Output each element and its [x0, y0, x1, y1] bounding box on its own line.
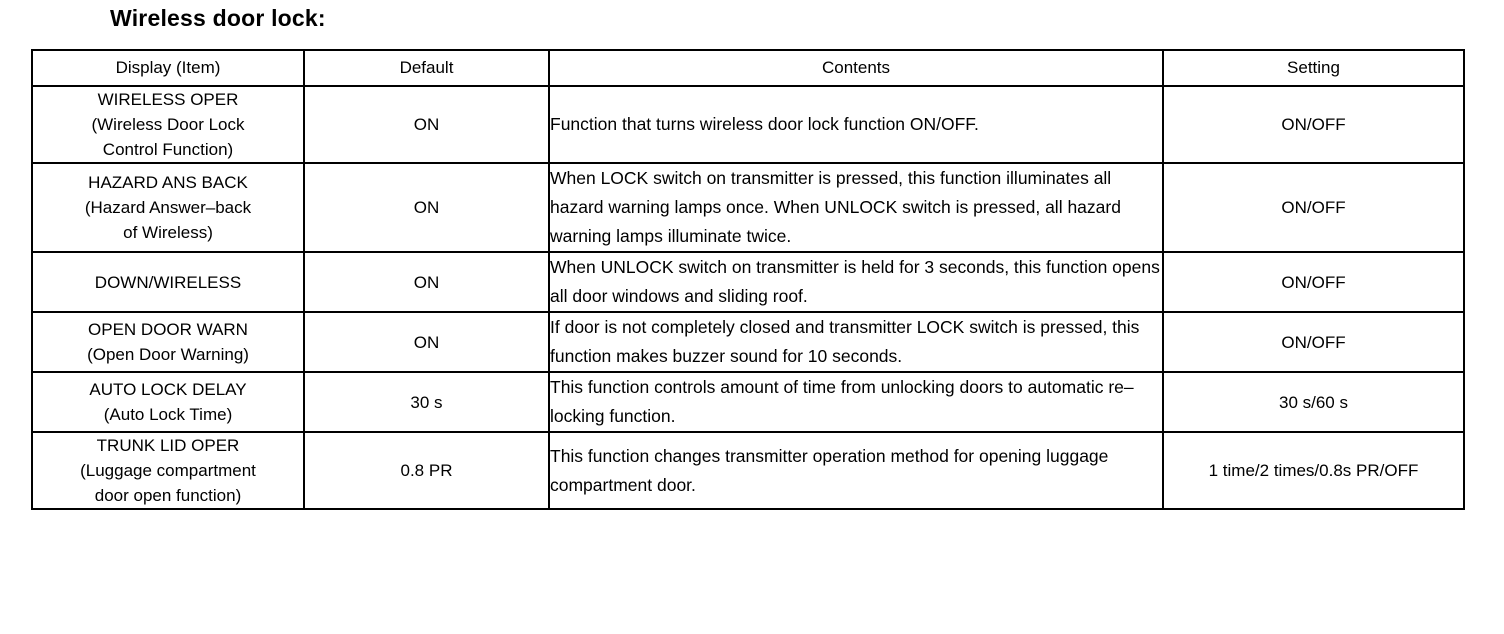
- cell-setting: ON/OFF: [1162, 311, 1465, 373]
- table-row: OPEN DOOR WARN (Open Door Warning) ON If…: [31, 311, 1465, 373]
- item-line: WIRELESS OPER: [97, 90, 239, 109]
- item-line: AUTO LOCK DELAY: [89, 380, 247, 399]
- cell-display-item: WIRELESS OPER (Wireless Door Lock Contro…: [31, 85, 305, 164]
- cell-contents: Function that turns wireless door lock f…: [548, 85, 1164, 164]
- column-header-display-item: Display (Item): [31, 49, 305, 87]
- item-line: (Luggage compartment: [80, 461, 256, 480]
- cell-default: ON: [303, 311, 550, 373]
- cell-default: ON: [303, 85, 550, 164]
- column-header-setting: Setting: [1162, 49, 1465, 87]
- item-line: OPEN DOOR WARN: [88, 320, 248, 339]
- item-line: (Wireless Door Lock: [91, 115, 245, 134]
- item-line: HAZARD ANS BACK: [88, 173, 248, 192]
- cell-display-item: TRUNK LID OPER (Luggage compartment door…: [31, 431, 305, 510]
- cell-contents: When LOCK switch on transmitter is press…: [548, 162, 1164, 253]
- cell-contents: This function changes transmitter operat…: [548, 431, 1164, 510]
- cell-contents: If door is not completely closed and tra…: [548, 311, 1164, 373]
- cell-display-item: HAZARD ANS BACK (Hazard Answer–back of W…: [31, 162, 305, 253]
- cell-contents: This function controls amount of time fr…: [548, 371, 1164, 433]
- column-header-contents: Contents: [548, 49, 1164, 87]
- cell-setting: ON/OFF: [1162, 251, 1465, 313]
- item-line: (Hazard Answer–back: [84, 198, 252, 217]
- cell-contents: When UNLOCK switch on transmitter is hel…: [548, 251, 1164, 313]
- column-header-default: Default: [303, 49, 550, 87]
- item-line: (Open Door Warning): [87, 345, 249, 364]
- cell-default: ON: [303, 251, 550, 313]
- cell-setting: 30 s/60 s: [1162, 371, 1465, 433]
- cell-default: 0.8 PR: [303, 431, 550, 510]
- cell-setting: 1 time/2 times/0.8s PR/OFF: [1162, 431, 1465, 510]
- cell-default: 30 s: [303, 371, 550, 433]
- cell-setting: ON/OFF: [1162, 162, 1465, 253]
- table-row: WIRELESS OPER (Wireless Door Lock Contro…: [31, 85, 1465, 164]
- cell-display-item: AUTO LOCK DELAY (Auto Lock Time): [31, 371, 305, 433]
- table-row: DOWN/WIRELESS ON When UNLOCK switch on t…: [31, 251, 1465, 313]
- table-header-row: Display (Item) Default Contents Setting: [31, 49, 1465, 87]
- table-row: AUTO LOCK DELAY (Auto Lock Time) 30 s Th…: [31, 371, 1465, 433]
- page-title: Wireless door lock:: [110, 5, 326, 31]
- cell-display-item: OPEN DOOR WARN (Open Door Warning): [31, 311, 305, 373]
- table-row: TRUNK LID OPER (Luggage compartment door…: [31, 431, 1465, 510]
- item-line: door open function): [94, 486, 242, 505]
- item-line: (Auto Lock Time): [103, 405, 233, 424]
- cell-display-item: DOWN/WIRELESS: [31, 251, 305, 313]
- item-line: Control Function): [102, 140, 234, 159]
- table-row: HAZARD ANS BACK (Hazard Answer–back of W…: [31, 162, 1465, 253]
- wireless-door-lock-table: Display (Item) Default Contents Setting …: [31, 49, 1465, 510]
- cell-default: ON: [303, 162, 550, 253]
- item-line: of Wireless): [123, 223, 213, 242]
- item-line: DOWN/WIRELESS: [94, 272, 242, 292]
- item-line: TRUNK LID OPER: [96, 436, 240, 455]
- cell-setting: ON/OFF: [1162, 85, 1465, 164]
